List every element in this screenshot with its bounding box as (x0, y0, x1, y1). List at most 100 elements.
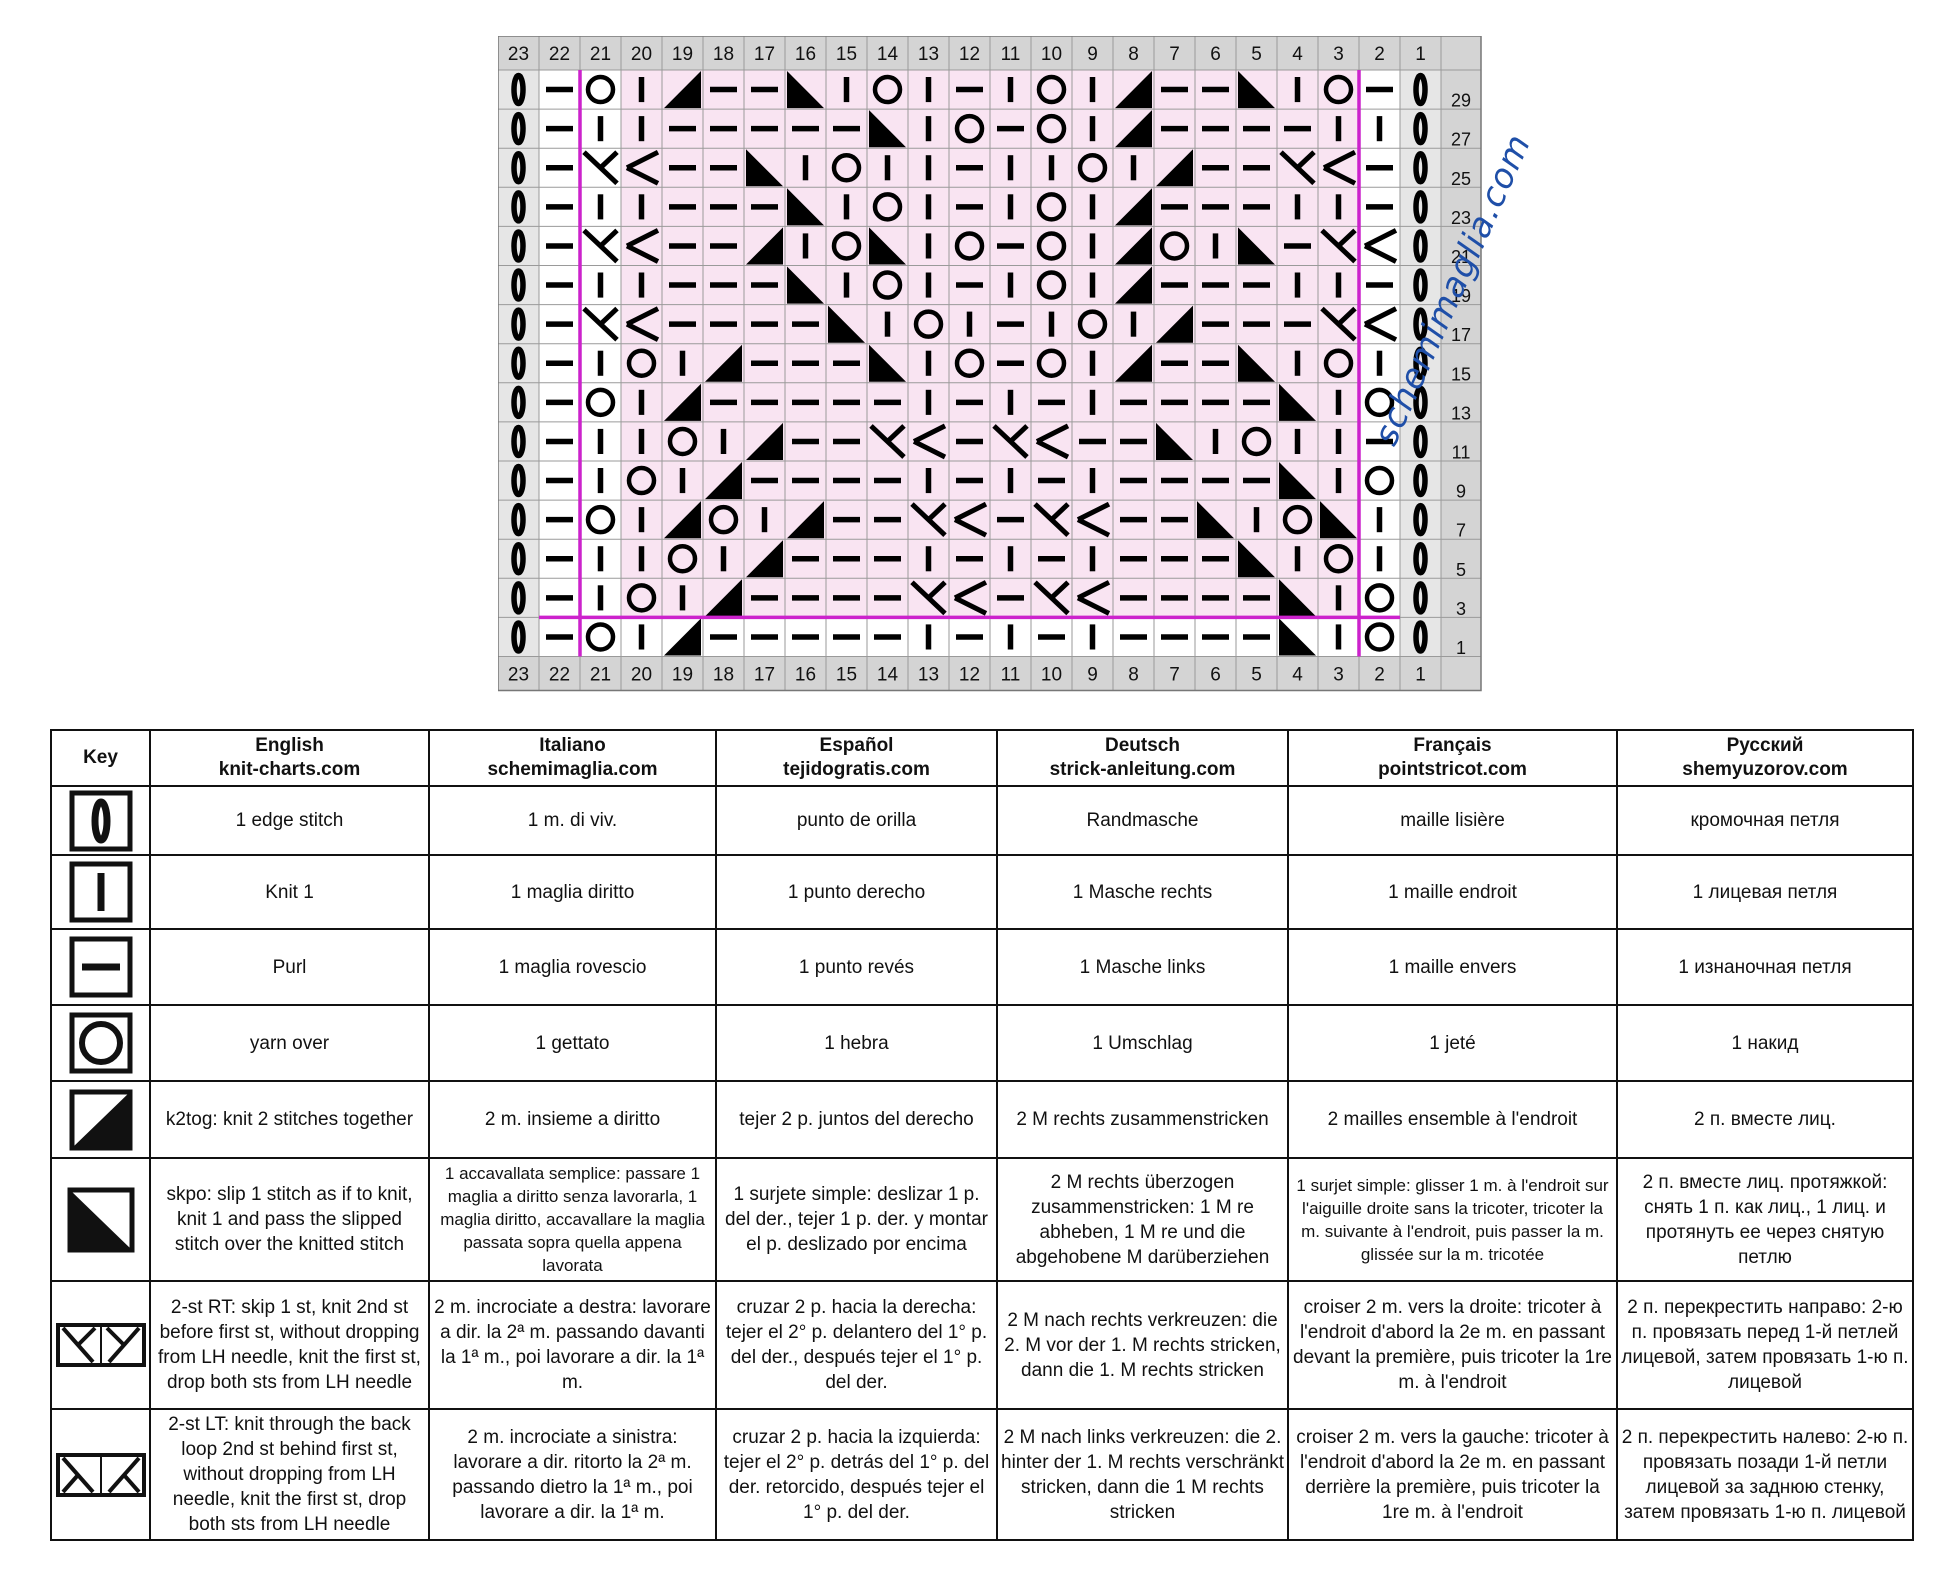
yarn-over-symbol (1282, 504, 1313, 535)
key-cell: 1 punto revés (715, 928, 998, 1006)
column-number-top: 22 (549, 44, 570, 65)
key-cell: 1 maglia diritto (428, 854, 717, 930)
right-twist-symbol (1363, 306, 1398, 342)
right-twist-symbol (953, 580, 988, 616)
edge-stitch-symbol (511, 190, 526, 224)
key-cell: кромочная петля (1616, 785, 1914, 856)
key-cell: 1 изнаночная петля (1616, 928, 1914, 1006)
edge-stitch-symbol (511, 268, 526, 302)
yarn-over-symbol (585, 387, 616, 418)
edge-stitch-symbol (511, 542, 526, 576)
column-number-top: 7 (1169, 44, 1180, 65)
yarn-over-symbol (1323, 74, 1354, 105)
edge-column-left (498, 70, 539, 657)
key-cell: Purl (149, 928, 430, 1006)
edge-stitch-symbol (511, 581, 526, 615)
column-number-bottom: 14 (877, 665, 899, 686)
key-cell: 1 surjet simple: glisser 1 m. à l'endroi… (1287, 1157, 1618, 1282)
yarn-over-symbol (626, 583, 657, 613)
right-twist-symbol (625, 228, 660, 264)
column-number-bottom: 10 (1041, 665, 1062, 686)
row-number: 9 (1456, 482, 1466, 502)
column-number-bottom: 19 (672, 665, 693, 686)
k2tog-symbol (664, 383, 701, 421)
column-number-top: 3 (1333, 44, 1344, 65)
key-cell: yarn over (149, 1004, 430, 1082)
edge-stitch-symbol (511, 307, 526, 341)
edge-stitch-symbol (511, 463, 526, 498)
right-twist-symbol (582, 228, 619, 264)
column-number-top: 18 (713, 44, 734, 65)
edge-stitch-symbol (1413, 229, 1428, 263)
skpo-symbol (869, 110, 906, 148)
key-cell: 1 hebra (715, 1004, 998, 1082)
edge-stitch-symbol (1413, 72, 1428, 107)
key-cell: tejer 2 p. juntos del derecho (715, 1080, 998, 1159)
knit-icon (50, 854, 151, 930)
right-twist-symbol (910, 580, 947, 616)
edge-stitch-symbol (1413, 424, 1428, 459)
skpo-symbol (828, 305, 865, 343)
row-number: 25 (1451, 169, 1471, 189)
k2tog-symbol (1115, 344, 1152, 382)
column-number-top: 9 (1087, 44, 1098, 65)
yarn-over-symbol (1364, 465, 1395, 496)
yarn-over-symbol (585, 504, 616, 535)
key-row-purl: Purl 1 maglia rovescio 1 punto revés 1 M… (50, 928, 1914, 1006)
edge-stitch-symbol (1413, 190, 1428, 224)
edge-stitch-symbol (1413, 542, 1428, 576)
key-cell: punto de orilla (715, 785, 998, 856)
k2tog-symbol (746, 540, 783, 578)
yarn-over-symbol (1364, 387, 1395, 418)
yarn-over-symbol (1036, 270, 1067, 300)
column-number-bottom: 8 (1128, 665, 1139, 686)
skpo-symbol (1279, 462, 1316, 500)
k2tog-symbol (1115, 188, 1152, 226)
column-number-bottom: 18 (713, 665, 734, 686)
column-number-bottom: 12 (959, 665, 980, 686)
row-number: 1 (1456, 638, 1466, 658)
key-cell: 2 п. перекрестить налево: 2-ю п. провяза… (1616, 1408, 1914, 1541)
right-twist-symbol (1076, 501, 1111, 538)
yarn-over-symbol (626, 465, 657, 496)
edge-stitch-symbol (1413, 268, 1428, 302)
right-twist-symbol (582, 150, 619, 186)
yarn-over-symbol (667, 426, 698, 457)
key-cell: 2 п. вместе лиц. протяжкой: снять 1 п. к… (1616, 1157, 1914, 1282)
column-number-bottom: 9 (1087, 665, 1098, 686)
edge-stitch-symbol (1413, 307, 1428, 341)
yarn-over-symbol (1323, 544, 1354, 574)
column-number-bottom: 11 (1001, 665, 1021, 686)
k2tog-symbol (705, 344, 742, 382)
right-twist-symbol (1320, 228, 1357, 264)
column-number-top: 16 (795, 44, 816, 65)
edge-stitch-symbol (1413, 502, 1428, 537)
edge-stitch-symbol (511, 346, 526, 380)
key-cell: 1 maille envers (1287, 928, 1618, 1006)
skpo-symbol (1279, 618, 1316, 656)
key-cell: 1 jeté (1287, 1004, 1618, 1082)
column-number-top: 6 (1210, 44, 1221, 65)
yarn-over-symbol (708, 504, 739, 535)
yarn-over-symbol (585, 622, 616, 652)
row-number: 29 (1451, 91, 1471, 111)
column-number-top: 20 (631, 44, 652, 65)
key-row-yarn-over: yarn over 1 gettato 1 hebra 1 Umschlag 1… (50, 1004, 1914, 1082)
k2tog-symbol (1115, 227, 1152, 265)
right-twist-symbol (1320, 306, 1357, 342)
k2tog-symbol (1156, 305, 1193, 343)
edge-stitch-symbol (511, 620, 526, 654)
k2tog-symbol (705, 462, 742, 500)
right-twist-symbol (1033, 502, 1070, 538)
yarn-over-icon (50, 1004, 151, 1082)
right-twist-symbol (1035, 423, 1070, 460)
yarn-over-symbol (1241, 426, 1272, 457)
yarn-over-symbol (872, 74, 903, 105)
yarn-over-symbol (1077, 309, 1108, 339)
key-cell: maille lisière (1287, 785, 1618, 856)
row-number: 13 (1451, 403, 1471, 423)
